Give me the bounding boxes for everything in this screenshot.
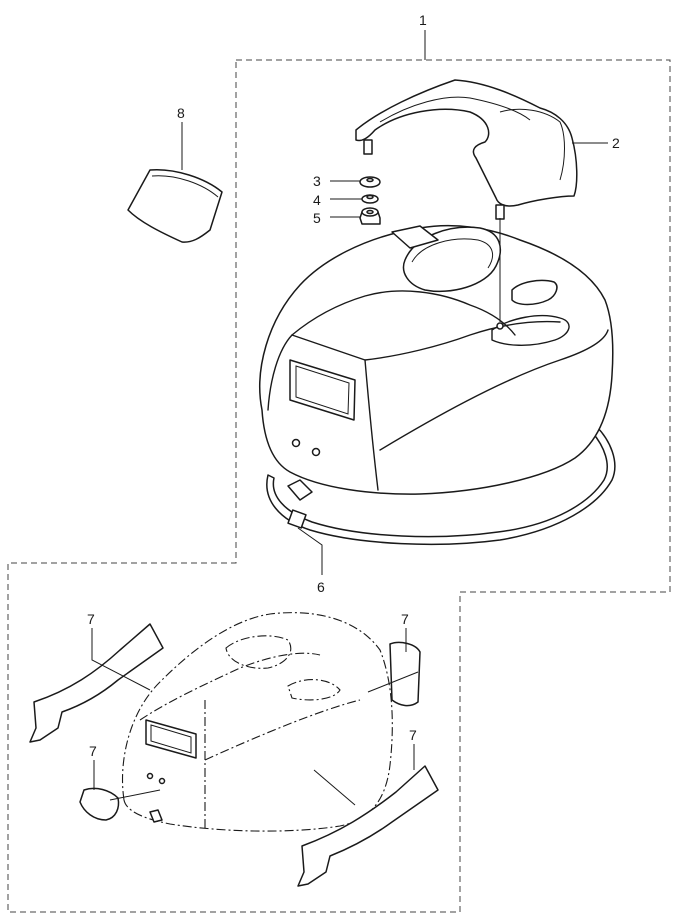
- callout-6: 6: [317, 579, 325, 595]
- callout-3: 3: [313, 173, 321, 189]
- callout-2: 2: [612, 135, 620, 151]
- callout-7-right: 7: [409, 727, 417, 743]
- callouts: 1 2 3 4 5 6 7 7 7 7 8: [87, 12, 620, 759]
- part-3-washer: [359, 176, 381, 188]
- callout-7-right-small: 7: [401, 611, 409, 627]
- callout-7-left-small: 7: [89, 743, 97, 759]
- leader-lines: [91, 30, 608, 806]
- part-7-decal-right: [297, 765, 439, 887]
- callout-1: 1: [419, 12, 427, 28]
- callout-7-left: 7: [87, 611, 95, 627]
- callout-4: 4: [313, 192, 321, 208]
- part-7-decal-right-small: [389, 641, 421, 707]
- callout-8: 8: [177, 105, 185, 121]
- part-4-washer: [361, 194, 379, 204]
- part-8-pad: [127, 169, 223, 243]
- part-5-nut: [359, 207, 381, 225]
- decal-placement-view: [121, 612, 393, 832]
- part-2-top-cover: [355, 79, 578, 220]
- part-7-decal-left-small: [79, 787, 120, 821]
- part-7-decal-left: [29, 623, 164, 743]
- mounting-hole: [496, 322, 504, 330]
- assembly-boundary: [7, 59, 671, 913]
- cowling-assembly: [259, 224, 614, 501]
- callout-5: 5: [313, 210, 321, 226]
